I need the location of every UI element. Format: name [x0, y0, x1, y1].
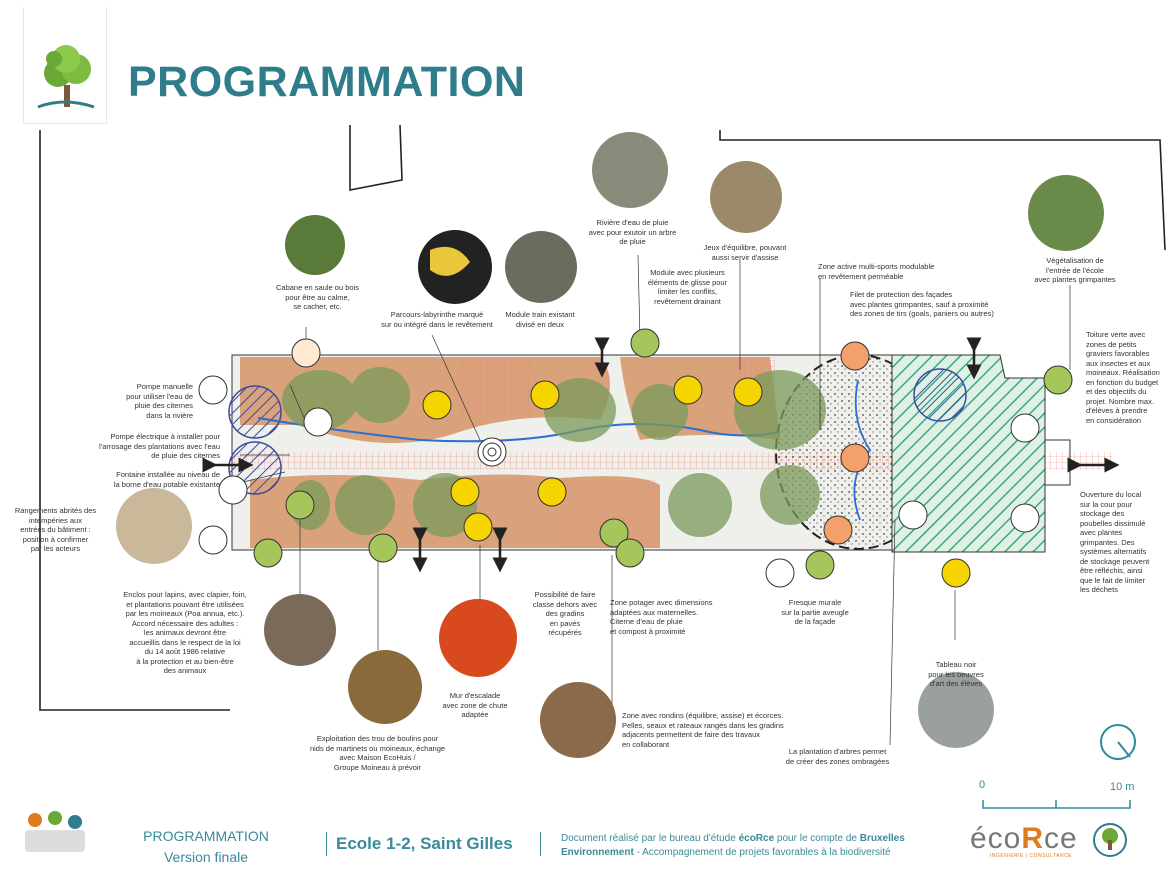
footer-doc-text: pour le compte de — [774, 833, 860, 844]
footer-version: Version finale — [163, 849, 249, 865]
label-escalade: Mur d'escalade avec zone de chute adapté… — [442, 691, 508, 719]
label-rondins: Zone avec rondins (équilibre, assise) et… — [622, 711, 784, 749]
label-multisports: Zone active multi-sports modulable en re… — [818, 262, 935, 281]
page-title: PROGRAMMATION — [128, 58, 526, 106]
footer-school: Ecole 1-2, Saint Gilles — [336, 834, 513, 853]
scale-start: 0 — [979, 779, 986, 791]
label-boulins: Exploitation des trou de boulins pour ni… — [309, 734, 446, 772]
ecorce-tagline: INGÉNIERIE | CONSULTANCE — [990, 853, 1073, 859]
label-rangements: Rangements abrités des intempéries aux e… — [14, 506, 97, 553]
label-filet: Filet de protection des façades avec pla… — [850, 290, 994, 318]
label-fontaine: Fontaine installée au niveau de la borne… — [113, 470, 220, 489]
brand-part: ce — [1044, 822, 1078, 855]
ecorce-logo: écoRce — [970, 822, 1078, 856]
brand-part: R — [1021, 822, 1045, 855]
label-pompe-manuelle: Pompe manuelle pour utiliser l'eau de pl… — [126, 382, 193, 420]
label-fresque: Fresque murale sur la partie aveugle de … — [781, 598, 849, 626]
footer-divider — [540, 832, 541, 856]
label-ouverture: Ouverture du local sur la cour pour stoc… — [1080, 490, 1150, 594]
footer-doc-brand: écoRce — [738, 833, 775, 844]
logo — [23, 7, 107, 124]
label-cabane: Cabane en saule ou bois pour être au cal… — [276, 283, 359, 311]
label-enclos: Enclos pour lapins, avec clapier, foin, … — [123, 590, 247, 675]
footer-document-note: Document réalisé par le bureau d'étude é… — [561, 832, 941, 860]
tree-logo-icon — [37, 45, 95, 109]
label-toiture: Toiture verte avec zones de petits gravi… — [1086, 330, 1160, 425]
scale-end: 10 m — [1110, 781, 1135, 793]
label-pompe-electrique: Pompe électrique à installer pour l'arro… — [99, 432, 220, 460]
footer-programme: PROGRAMMATION Version finale — [126, 826, 286, 868]
label-glisse: Module avec plusieurs éléments de glisse… — [647, 268, 728, 306]
footer-divider — [326, 832, 327, 856]
footer-doc-text: Document réalisé par le bureau d'étude — [561, 833, 739, 844]
label-labyrinthe: Parcours-labyrinthe marqué sur ou intégr… — [381, 310, 493, 329]
footer-doc-client: Environnement — [561, 847, 634, 858]
label-potager: Zone potager avec dimensions adaptées au… — [610, 598, 713, 636]
label-vegetalisation: Végétalisation de l'entrée de l'école av… — [1034, 256, 1116, 284]
label-train: Module train existant divisé en deux — [505, 310, 575, 329]
label-arbres: La plantation d'arbres permet de créer d… — [785, 747, 890, 766]
footer-programme-title: PROGRAMMATION — [143, 828, 269, 844]
label-classe: Possibilité de faire classe dehors avec … — [532, 590, 598, 637]
footer-doc-text: - Accompagnement de projets favorables à… — [633, 847, 891, 858]
label-riviere: Rivière d'eau de pluie avec pour exutoir… — [588, 218, 677, 246]
label-tableau: Tableau noir pour les oeuvres d'art des … — [928, 660, 984, 688]
footer-doc-client: Bruxelles — [859, 833, 905, 844]
label-equilibre: Jeux d'équilibre, pouvant aussi servir d… — [703, 243, 787, 262]
brand-part: éco — [970, 822, 1022, 855]
